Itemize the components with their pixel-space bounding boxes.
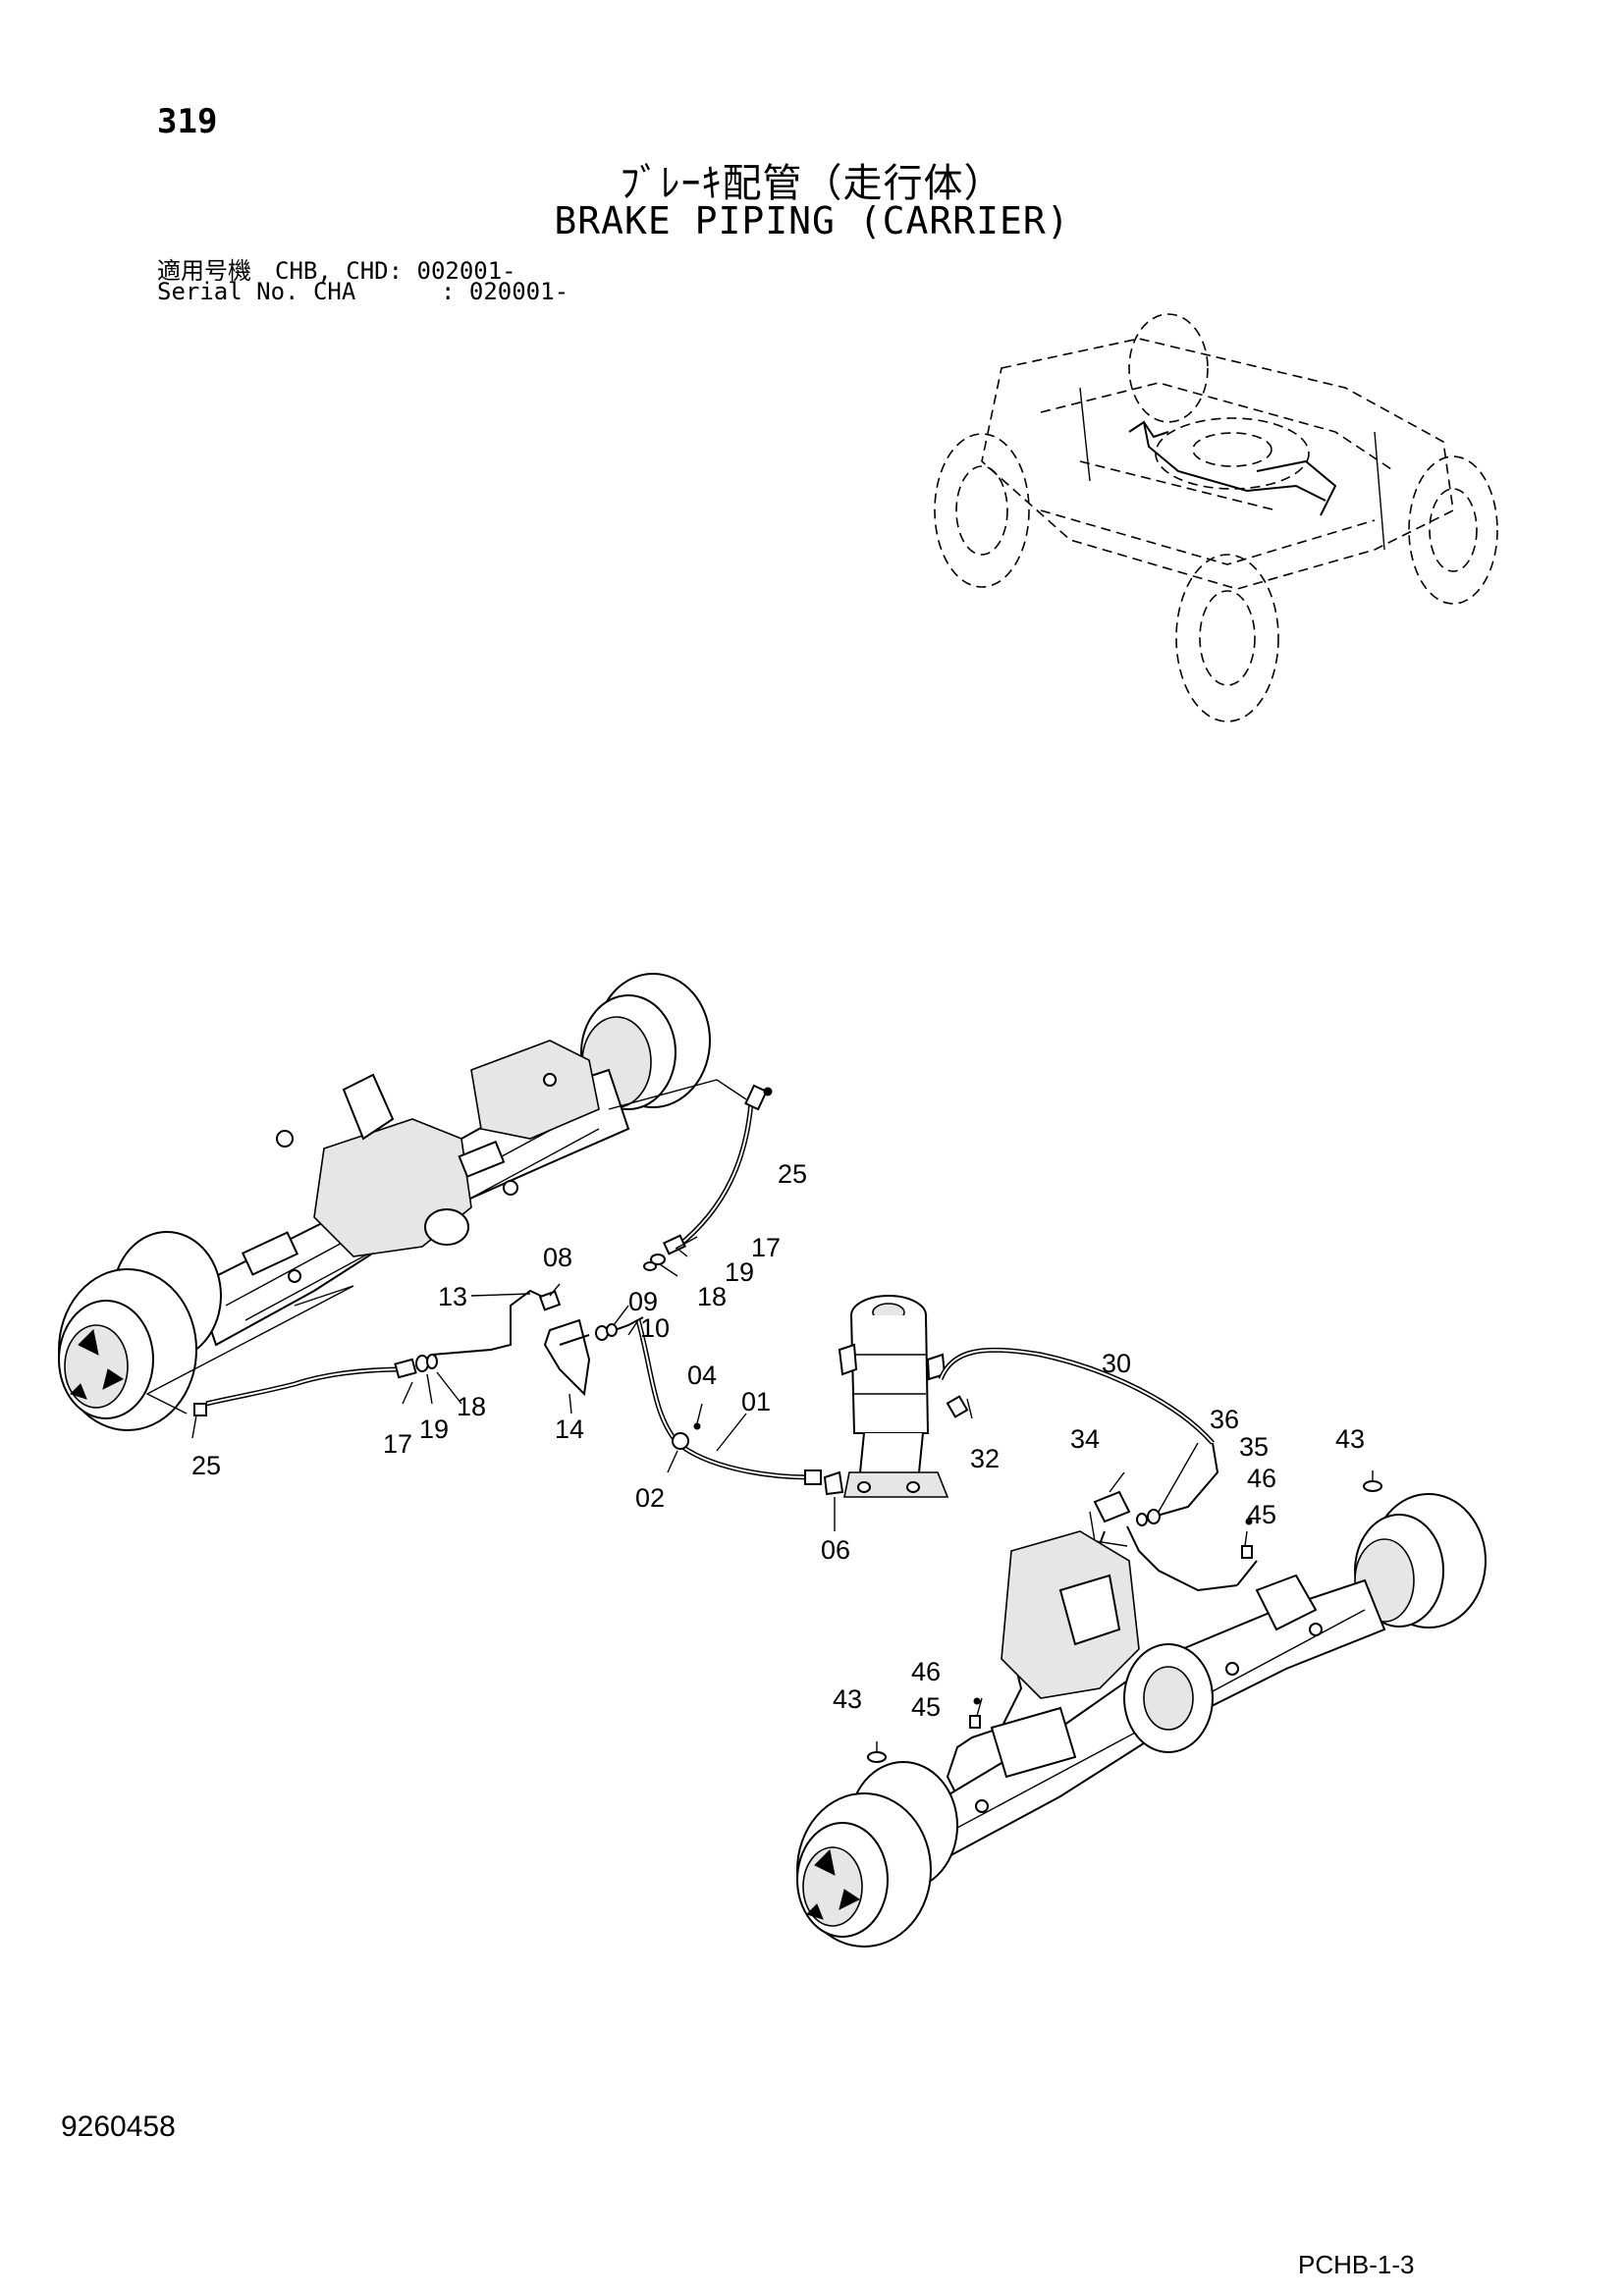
callout-17-top: 17 [751, 1233, 781, 1262]
front-brake-hoses [193, 1084, 844, 1496]
callout-02: 02 [635, 1483, 665, 1513]
part-43-right [1363, 1480, 1382, 1492]
title-english: BRAKE PIPING (CARRIER) [554, 199, 1070, 242]
callout-19-low: 19 [419, 1415, 449, 1444]
callout-46-low: 46 [911, 1657, 941, 1686]
callout-46-right: 46 [1247, 1464, 1276, 1493]
callout-09: 09 [628, 1287, 658, 1316]
center-swivel-joint [838, 1295, 949, 1498]
document-number: 9260458 [61, 2110, 176, 2143]
callout-18-low: 18 [457, 1392, 486, 1421]
carrier-overview-inset [934, 313, 1498, 722]
title-japanese: ﾌﾞﾚｰｷ配管（走行体） [620, 161, 1004, 206]
callout-19-top: 19 [725, 1257, 754, 1287]
callout-25-low: 25 [191, 1451, 221, 1480]
callout-32: 32 [970, 1444, 1000, 1473]
serial-applicability-line-2: Serial No. CHA : 020001- [157, 278, 569, 305]
callout-36: 36 [1210, 1405, 1239, 1434]
callout-13: 13 [438, 1282, 467, 1311]
part-43-left [867, 1751, 887, 1763]
callout-14: 14 [555, 1415, 584, 1444]
callout-04: 04 [687, 1361, 717, 1390]
callout-17-low: 17 [383, 1429, 412, 1459]
rear-axle-assembly [796, 1493, 1487, 1948]
callout-18-top: 18 [697, 1282, 727, 1311]
callout-45-right: 45 [1247, 1500, 1276, 1529]
callout-08: 08 [543, 1243, 572, 1272]
front-axle-assembly [58, 973, 711, 1431]
callout-34: 34 [1070, 1424, 1100, 1454]
callout-43-right: 43 [1335, 1424, 1365, 1454]
callout-45-low: 45 [911, 1692, 941, 1722]
callout-01: 01 [741, 1387, 771, 1416]
callout-43-left: 43 [833, 1684, 862, 1714]
callout-35: 35 [1239, 1432, 1269, 1462]
callout-06: 06 [821, 1535, 850, 1565]
serial-applicability-line-1: 適用号機 CHB, CHD: 002001- [157, 257, 516, 285]
callout-30: 30 [1102, 1349, 1131, 1378]
sheet-reference: PCHB-1-3 [1298, 2250, 1415, 2279]
callout-25-top: 25 [778, 1159, 807, 1189]
page-number: 319 [157, 102, 218, 141]
callout-10: 10 [640, 1313, 670, 1343]
